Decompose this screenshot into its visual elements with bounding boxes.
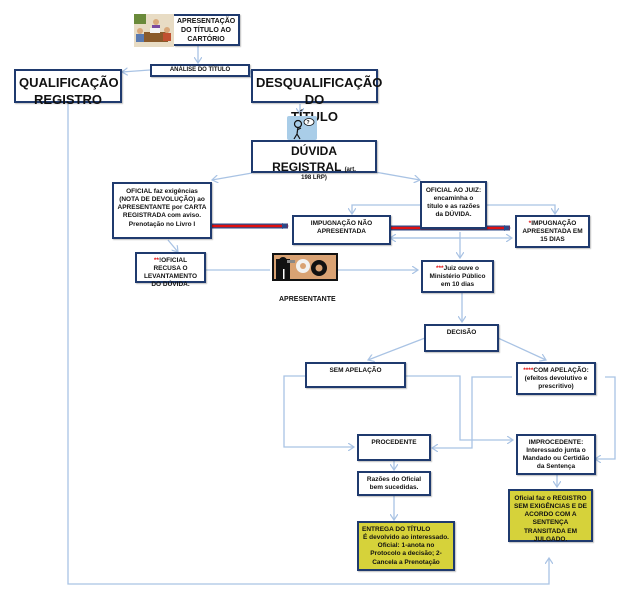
node-text: REGISTRO <box>34 91 102 107</box>
connector <box>122 70 151 72</box>
node-text: COM APELAÇÃO: <box>533 367 589 374</box>
node-note: (art. <box>344 166 356 173</box>
connector <box>374 171 420 180</box>
node-decisao: DECISÃO <box>424 324 499 352</box>
node-text: IMPROCEDENTE: <box>528 439 584 446</box>
connector <box>595 376 616 459</box>
node-procedente: PROCEDENTE <box>357 434 431 461</box>
node-apresentacao: APRESENTAÇÃO DO TÍTULO AO CARTÓRIO <box>174 14 240 46</box>
node-note: 198 LRP) <box>301 175 327 182</box>
node-com-apelacao: ****COM APELAÇÃO: (efeitos devolutivo e … <box>516 362 596 395</box>
svg-text:?: ? <box>307 120 310 126</box>
node-text: OFICIAL AO JUIZ: encaminha o título e as… <box>425 187 482 219</box>
node-qualificacao: QUALIFICAÇÃO REGISTRO <box>14 69 122 107</box>
node-text: IMPUGNAÇÃO NÃO APRESENTADA <box>310 220 373 236</box>
node-entrega: ENTREGA DO TÍTULO É devolvido ao interes… <box>357 521 455 571</box>
node-improcedente: IMPROCEDENTE: Interessado junta o Mandad… <box>516 434 596 475</box>
node-razoes: Razões do Oficial bem sucedidas. <box>357 471 431 496</box>
node-recusa: **!OFICIAL RECUSA O LEVANTAMENTO DO DÚVI… <box>135 252 206 288</box>
connector <box>167 239 178 252</box>
node-text: (efeitos devolutivo e prescritivo) <box>524 375 588 391</box>
node-text: Interessado junta o Mandado ou Certidão … <box>522 447 590 471</box>
office-meeting-image <box>134 14 174 47</box>
footnote-marker: *** <box>436 265 444 272</box>
connector <box>497 337 546 360</box>
node-impugnacao-apresentada: *IMPUGNAÇÃO APRESENTADA EM 15 DIAS <box>515 215 590 248</box>
footnote-marker: * <box>528 220 532 227</box>
connector <box>283 375 354 447</box>
node-exigencias: OFICIAL faz exigências (NOTA DE DEVOLUÇÃ… <box>112 182 212 239</box>
connector <box>212 172 253 180</box>
person-gears-image <box>272 253 338 281</box>
connector <box>405 375 513 440</box>
node-impugnacao-nao: IMPUGNAÇÃO NÃO APRESENTADA <box>292 215 391 245</box>
node-text: QUALIFICAÇÃO <box>19 75 119 90</box>
node-text: PROCEDENTE <box>371 439 417 446</box>
node-text: OFICIAL faz exigências (NOTA DE DEVOLUÇÃ… <box>117 188 207 228</box>
node-sem-apelacao: SEM APELAÇÃO <box>305 362 406 388</box>
node-title: ENTREGA DO TÍTULO <box>362 526 431 533</box>
node-text: APRESENTAÇÃO DO TÍTULO AO CARTÓRIO <box>177 18 236 43</box>
connector <box>432 376 512 448</box>
footnote-marker: ** <box>153 257 159 264</box>
connector <box>352 204 420 214</box>
node-juiz-mp: ***Juiz ouve o Ministério Público em 10 … <box>421 260 494 293</box>
node-text: Juiz ouve o Ministério Público em 10 dia… <box>429 265 486 289</box>
node-analise: ANÁLISE DO TÍTULO <box>150 64 250 77</box>
node-text: Oficial faz o REGISTRO SEM EXIGÊNCIAS E … <box>514 495 587 543</box>
node-text: É devolvido ao interessado. <box>363 534 449 542</box>
connector <box>487 204 555 214</box>
node-duvida: DÚVIDA REGISTRAL (art. 198 LRP) <box>251 140 377 181</box>
node-title: DÚVIDA REGISTRAL <box>272 144 342 174</box>
node-text: Oficial: 1-anota no Protocolo a decisão;… <box>370 542 442 566</box>
node-oficial-juiz: OFICIAL AO JUIZ: encaminha o título e as… <box>420 181 487 229</box>
node-text: SEM APELAÇÃO <box>329 367 382 374</box>
node-text: IMPUGNAÇÃO APRESENTADA EM 15 DIAS <box>522 220 583 244</box>
node-text: ANÁLISE DO TÍTULO <box>169 67 231 73</box>
connector <box>67 102 549 585</box>
apresentante-label: APRESENTANTE <box>279 296 336 303</box>
node-desqualificacao: DESQUALIFICAÇÃO DO TÍTULO <box>251 69 382 124</box>
thinking-person-image: ? <box>287 116 317 140</box>
node-text: !OFICIAL RECUSA O LEVANTAMENTO DO DÚVIDA… <box>143 257 198 289</box>
node-registro-final: Oficial faz o REGISTRO SEM EXIGÊNCIAS E … <box>508 489 593 543</box>
node-text: DECISÃO <box>446 329 477 336</box>
footnote-marker: **** <box>523 367 534 374</box>
connector <box>368 337 426 360</box>
node-text: DESQUALIFICAÇÃO DO <box>256 75 383 107</box>
node-text: Razões do Oficial bem sucedidas. <box>366 476 422 492</box>
